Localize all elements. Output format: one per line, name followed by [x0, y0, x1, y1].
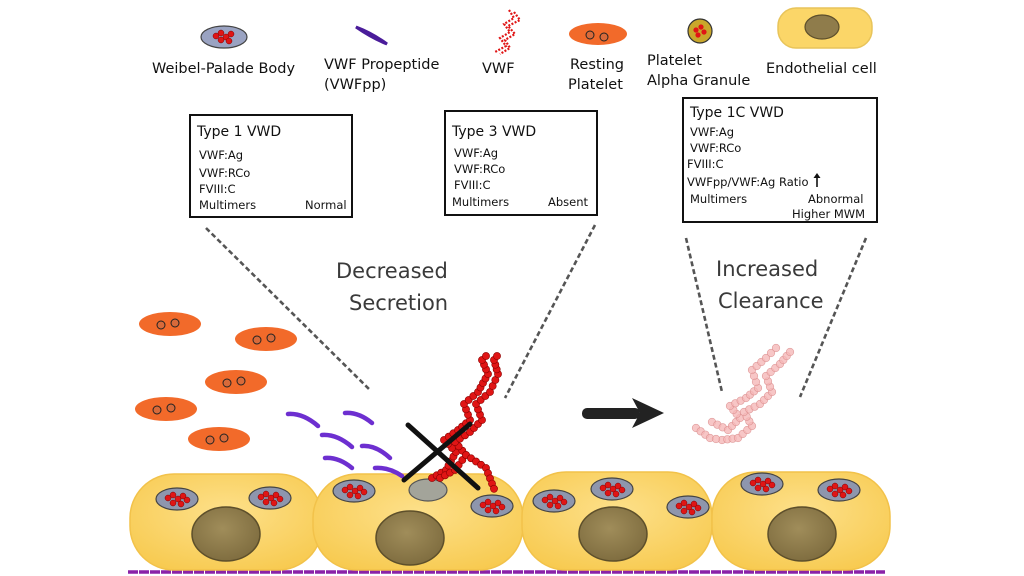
type1c-vwf-rco: VWF:RCo	[690, 141, 742, 155]
legend-propeptide-icon	[355, 25, 388, 46]
type1c-ratio: VWFpp/VWF:Ag Ratio	[687, 175, 809, 189]
type3-fviii: FVIII:C	[454, 178, 491, 192]
legend-propeptide-label-2: (VWFpp)	[324, 77, 387, 93]
weibel-palade-body	[532, 489, 576, 513]
type1-multimers-label: Multimers	[199, 198, 257, 212]
type1-vwd-box: Type 1 VWD VWF:Ag VWF:RCo FVIII:C Multim…	[189, 114, 353, 218]
vwf-propeptide	[359, 443, 393, 461]
type3-vwf-rco: VWF:RCo	[454, 162, 506, 176]
weibel-palade-body	[332, 479, 376, 503]
type1c-vwd-box: Type 1C VWD VWF:Ag VWF:RCo FVIII:C VWFpp…	[682, 97, 878, 223]
vwf-propeptide	[322, 455, 355, 471]
vwf-propeptide	[342, 410, 375, 426]
vwf-propeptide	[319, 432, 355, 450]
cleared-vwf-strand	[691, 343, 795, 445]
type3-multimer-result: Absent	[548, 195, 589, 209]
secreted-vwf-strand	[428, 352, 502, 493]
blocked-secretion-cross	[401, 421, 481, 491]
type1c-multimer-result-2: Higher MWM	[792, 207, 866, 221]
type1-title: Type 1 VWD	[197, 124, 282, 140]
vwf-propeptides	[285, 410, 405, 479]
endothelial-cell	[711, 471, 891, 571]
clearance-arrow	[582, 398, 664, 428]
type1c-title: Type 1C VWD	[690, 105, 784, 121]
type1c-vwf-ag: VWF:Ag	[690, 125, 735, 139]
weibel-palade-body	[248, 486, 292, 510]
resting-platelets	[135, 312, 297, 451]
legend-vwf-label: VWF	[482, 61, 515, 77]
legend-granule-label: Platelet	[647, 53, 702, 69]
type1c-fviii: FVIII:C	[687, 157, 724, 171]
legend-vwf-icon	[494, 9, 522, 55]
vwf-propeptide	[372, 465, 405, 479]
legend-endothelial-label: Endothelial cell	[766, 61, 877, 77]
legend-alpha-granule-icon	[687, 18, 713, 44]
type1-multimer-result: Normal	[305, 198, 347, 212]
type3-multimers-label: Multimers	[452, 195, 510, 209]
legend-resting-label-2: Platelet	[568, 77, 623, 93]
clearance-label: Clearance	[718, 289, 824, 313]
type1-fviii: FVIII:C	[199, 182, 236, 196]
legend-propeptide-label: VWF Propeptide	[324, 57, 440, 73]
legend-endothelial-icon	[777, 7, 873, 49]
weibel-palade-body	[817, 478, 861, 502]
resting-platelet	[139, 312, 201, 336]
type1c-multimers-label: Multimers	[690, 192, 748, 206]
legend-granule-label-2: Alpha Granule	[647, 73, 751, 89]
resting-platelet	[188, 427, 250, 451]
decreased-label: Decreased	[336, 259, 448, 283]
secretion-label: Secretion	[349, 291, 449, 315]
increased-label: Increased	[716, 257, 819, 281]
type1c-multimer-result: Abnormal	[808, 192, 864, 206]
type3-vwf-ag: VWF:Ag	[454, 146, 499, 160]
type1-vwf-rco: VWF:RCo	[199, 166, 251, 180]
legend-wpb-icon	[200, 25, 248, 49]
endothelial-cell	[129, 473, 323, 571]
ratio-up-arrow-icon	[812, 172, 822, 188]
resting-platelet	[135, 397, 197, 421]
type3-vwd-box: Type 3 VWD VWF:Ag VWF:RCo FVIII:C Multim…	[444, 110, 598, 216]
weibel-palade-body	[155, 487, 199, 511]
pointer-lines	[205, 224, 868, 399]
resting-platelet	[205, 370, 267, 394]
weibel-palade-body	[740, 472, 784, 496]
weibel-palade-bodies	[155, 472, 861, 519]
weibel-palade-body	[590, 477, 634, 501]
fused-wpb	[408, 478, 448, 502]
weibel-palade-body	[666, 495, 710, 519]
resting-platelet	[235, 327, 297, 351]
vwf-propeptide	[285, 411, 321, 429]
type3-title: Type 3 VWD	[452, 124, 537, 140]
legend-resting-label: Resting	[570, 57, 625, 73]
weibel-palade-body	[470, 494, 514, 518]
type1-vwf-ag: VWF:Ag	[199, 148, 244, 162]
legend-resting-platelet-icon	[569, 23, 627, 45]
legend-wpb-label: Weibel-Palade Body	[152, 61, 296, 77]
